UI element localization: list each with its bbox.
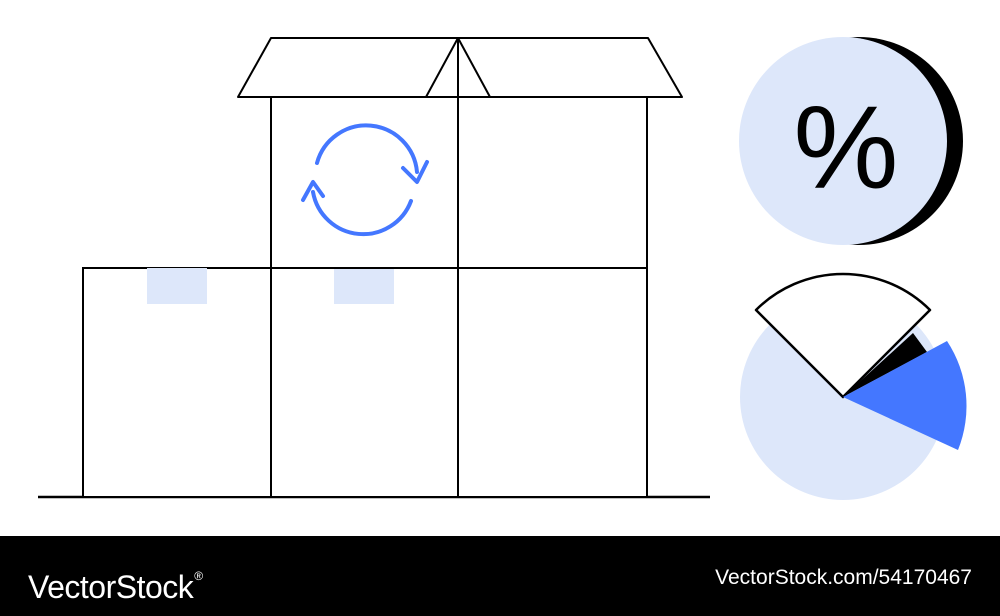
- brand-name: VectorStock: [28, 569, 194, 605]
- watermark-footer: VectorStock® VectorStock.com/54170467: [0, 536, 1000, 616]
- tape-label-middle: [334, 268, 394, 304]
- tape-label-left: [147, 268, 207, 304]
- brand-logo[interactable]: VectorStock®: [28, 556, 203, 607]
- pie-exploded-arc: [754, 272, 932, 399]
- illustration: %: [38, 37, 967, 500]
- percent-coin: %: [739, 37, 963, 245]
- open-box-left-flap: [237, 37, 459, 98]
- box-bottom-right: [457, 267, 648, 498]
- image-id-link[interactable]: VectorStock.com/54170467: [715, 566, 972, 589]
- illustration-canvas: %: [38, 37, 967, 500]
- box-bottom-left: [82, 267, 272, 498]
- pie-black-wedge: [843, 333, 927, 397]
- percent-coin-face: [739, 37, 947, 245]
- brand-registered-mark: ®: [194, 569, 203, 583]
- refresh-icon: [301, 123, 429, 237]
- box-bottom-middle: [270, 267, 459, 498]
- pie-chart-icon: [740, 272, 967, 500]
- pie-blue-wedge: [843, 341, 967, 450]
- percent-icon: %: [794, 82, 899, 214]
- open-box-right-flap: [457, 37, 683, 98]
